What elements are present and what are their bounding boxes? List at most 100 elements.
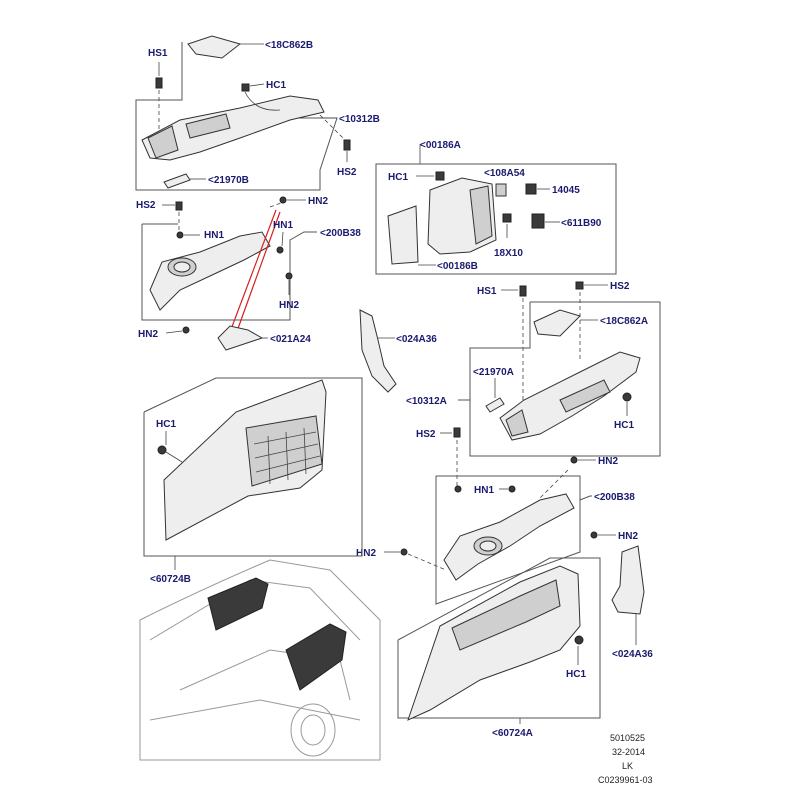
red-cable — [229, 209, 277, 333]
group-024a36-pillar: <024A36 — [611, 545, 653, 660]
group-60724a-panel: HC1 <60724A — [397, 557, 601, 739]
drawing-date: 32-2014 — [612, 747, 645, 757]
drawing-reference-block: 5010525 32-2014 LK C0239961-03 — [598, 733, 653, 785]
side-panel-60724b — [163, 379, 327, 541]
label-hc1: HC1 — [156, 419, 176, 430]
label-hn2: HN2 — [598, 456, 618, 467]
net-line — [253, 431, 317, 445]
label-hs1: HS1 — [477, 286, 497, 297]
label-hn2: HN2 — [618, 531, 638, 542]
drawing-number: 5010525 — [610, 733, 645, 743]
label-18c862a: <18C862A — [600, 316, 648, 327]
group-frame — [458, 301, 661, 457]
nut-hn2 — [279, 196, 287, 204]
label-021a24: <021A24 — [270, 334, 311, 345]
label-00186a: <00186A — [420, 140, 461, 151]
label-hc1: HC1 — [566, 669, 586, 680]
dashed-guide — [407, 553, 447, 571]
trim-panel-detail — [505, 409, 529, 437]
dashed-guide — [539, 469, 569, 499]
clip-hc1 — [622, 392, 632, 402]
label-hn2: HN2 — [308, 196, 328, 207]
group-frame — [375, 163, 617, 275]
leader-line — [249, 83, 265, 87]
label-hn1: HN1 — [273, 220, 293, 231]
nut-hn2 — [570, 456, 578, 464]
group-00186a-box: <00186A HC1 <108A54 14045 <611B90 18X10 … — [375, 140, 617, 275]
clip-hc1 — [241, 83, 250, 92]
vehicle-locator-illustration — [139, 559, 381, 761]
net-line — [303, 427, 307, 475]
part-18x10 — [502, 213, 512, 223]
highlighted-panel-right — [285, 623, 347, 691]
storage-net — [253, 427, 321, 485]
pillar-trim-024a36 — [611, 545, 645, 615]
label-hn2: HN2 — [138, 329, 158, 340]
label-hs2: HS2 — [416, 429, 436, 440]
nut-hn2 — [182, 326, 190, 334]
group-frame — [435, 476, 592, 605]
group-frame — [135, 42, 338, 191]
vehicle-belt-line — [149, 699, 361, 721]
group-200b38-upper: HS2 HN2 HN1 HN1 <200B38 HN2 HN2 <021A24 — [136, 196, 361, 351]
red-cable — [235, 211, 281, 335]
group-10312b-assembly: HS1 <18C862B HC1 <10312B HS2 <21970B — [135, 35, 380, 191]
label-21970b: <21970B — [208, 175, 249, 186]
net-line — [267, 435, 271, 485]
group-024a36-trim: <024A36 — [359, 309, 437, 393]
screw-hs1 — [519, 285, 527, 297]
label-hc1: HC1 — [388, 172, 408, 183]
bracket-part-200b38 — [149, 231, 271, 311]
cover-part-18c862b — [187, 35, 242, 59]
trim-panel-detail — [147, 125, 179, 159]
label-14045: 14045 — [552, 185, 580, 196]
vehicle-body-outline — [139, 559, 381, 761]
leader-line — [281, 231, 284, 247]
clip-hc1 — [157, 445, 167, 455]
nut-hn1 — [176, 231, 184, 239]
label-60724b: <60724B — [150, 574, 191, 585]
drawing-reference: C0239961-03 — [598, 775, 653, 785]
label-hs2: HS2 — [337, 167, 357, 178]
bracket-part-200b38 — [443, 493, 575, 581]
clip-hc1 — [435, 171, 445, 181]
leader-line — [165, 451, 183, 463]
screw-hs2 — [575, 281, 584, 290]
label-hs2: HS2 — [610, 281, 630, 292]
label-hn1: HN1 — [204, 230, 224, 241]
nut-hn2 — [400, 548, 408, 556]
nut-hn2 — [590, 531, 598, 539]
nut-hn1 — [508, 485, 516, 493]
group-10312a-assembly: HS1 HS2 <18C862A <21970A <10312A HC1 — [406, 281, 661, 457]
leader-line — [165, 330, 183, 334]
dashed-guide — [319, 114, 346, 141]
label-108a54: <108A54 — [484, 168, 525, 179]
screw-hs2 — [175, 201, 183, 211]
label-200b38: <200B38 — [594, 492, 635, 503]
label-024a36: <024A36 — [396, 334, 437, 345]
label-10312b: <10312B — [339, 114, 380, 125]
label-024a36: <024A36 — [612, 649, 653, 660]
label-hn2: HN2 — [279, 300, 299, 311]
label-hs1: HS1 — [148, 48, 168, 59]
vehicle-roof-line — [149, 579, 361, 641]
part-611b90 — [531, 213, 545, 229]
trim-part-00186b — [387, 205, 419, 265]
clip-part-21970b — [163, 173, 191, 189]
trim-panel-10312b — [141, 95, 325, 161]
cupholder-ring-inner — [173, 261, 191, 273]
nut-hn1 — [454, 485, 462, 493]
clip-part-21970a — [485, 397, 505, 413]
clip-hc1 — [574, 635, 584, 645]
screw-hs1 — [155, 77, 163, 89]
label-hn2: HN2 — [356, 548, 376, 559]
screw-hs2 — [343, 139, 351, 151]
nut-hn1 — [276, 246, 284, 254]
dashed-guide — [269, 202, 282, 208]
nut-hn2 — [285, 272, 293, 280]
group-frame — [469, 302, 531, 400]
label-611b90: <611B90 — [561, 218, 602, 229]
group-frame — [436, 475, 581, 500]
cupholder-ring-inner — [479, 540, 497, 552]
group-frame — [143, 377, 363, 557]
